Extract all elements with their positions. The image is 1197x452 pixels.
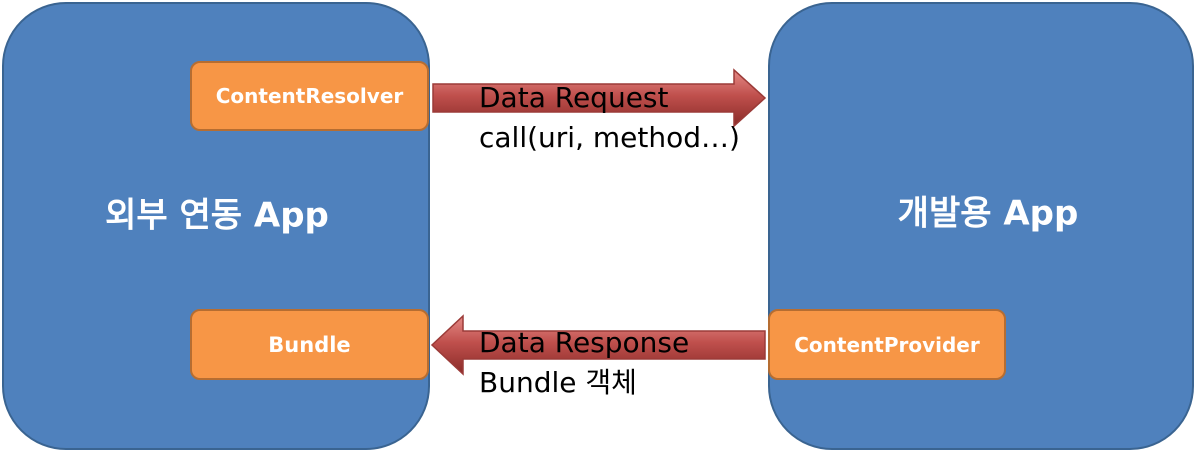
request-arrow xyxy=(432,68,767,128)
response-arrow xyxy=(430,314,766,376)
request-label: Data Request xyxy=(479,81,669,114)
response-label: Data Response xyxy=(479,326,690,359)
bundle-box: Bundle xyxy=(190,309,429,380)
content-provider-box: ContentProvider xyxy=(768,309,1006,380)
dev-app-title: 개발용 App xyxy=(897,193,1079,234)
content-resolver-box: ContentResolver xyxy=(190,61,429,131)
external-app-title: 외부 연동 App xyxy=(105,195,329,236)
request-sublabel: call(uri, method…) xyxy=(479,121,740,154)
response-sublabel: Bundle 객체 xyxy=(479,366,637,399)
